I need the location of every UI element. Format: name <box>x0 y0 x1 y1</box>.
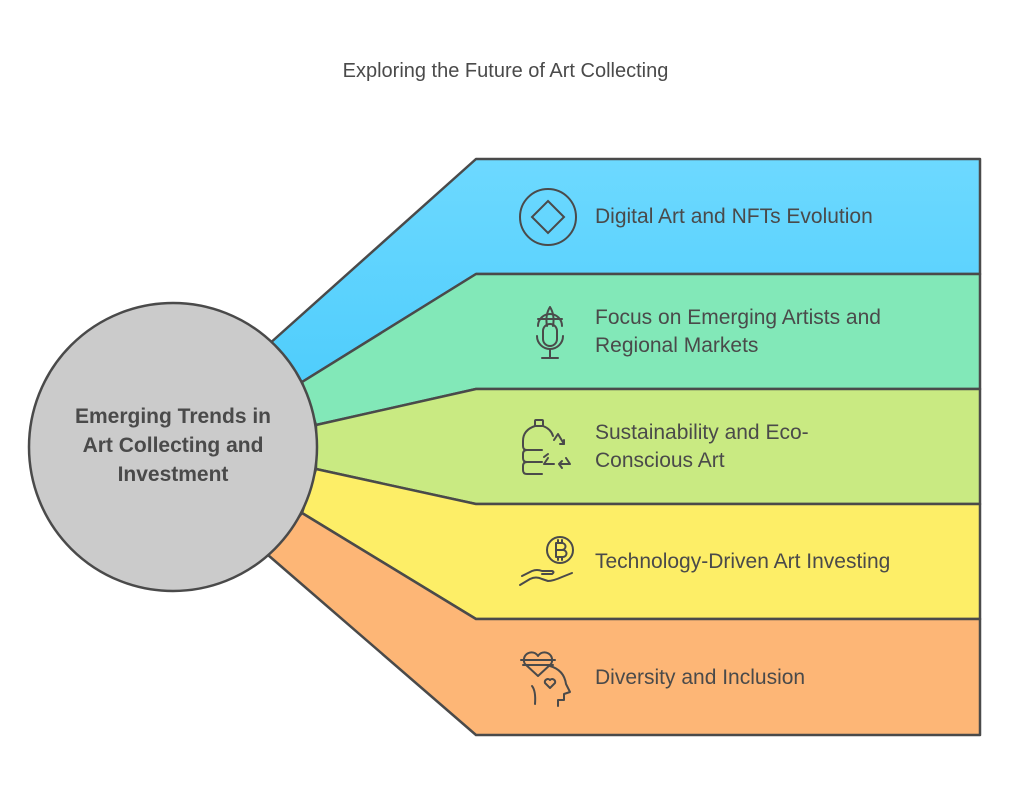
center-label: Emerging Trends in Art Collecting and In… <box>74 405 272 486</box>
center-circle <box>27 301 319 593</box>
bottle-recycle-icon <box>522 419 571 475</box>
diamond-circle-icon <box>519 188 577 246</box>
heart-head-icon <box>520 651 571 707</box>
branch-label-diversity: Diversity and Inclusion <box>595 666 806 689</box>
diagram-title: Exploring the Future of Art Collecting <box>342 60 669 82</box>
branch-label-technology: Technology-Driven Art Investing <box>595 550 891 573</box>
branch-label-emerging-artists: Focus on Emerging Artists and Regional M… <box>595 306 881 357</box>
bitcoin-hand-icon <box>519 536 574 586</box>
globe-microphone-icon <box>536 306 564 359</box>
branch-label-sustainability: Sustainability and Eco-Conscious Art <box>595 421 809 472</box>
branch-label-digital-art: Digital Art and NFTs Evolution <box>595 205 873 228</box>
